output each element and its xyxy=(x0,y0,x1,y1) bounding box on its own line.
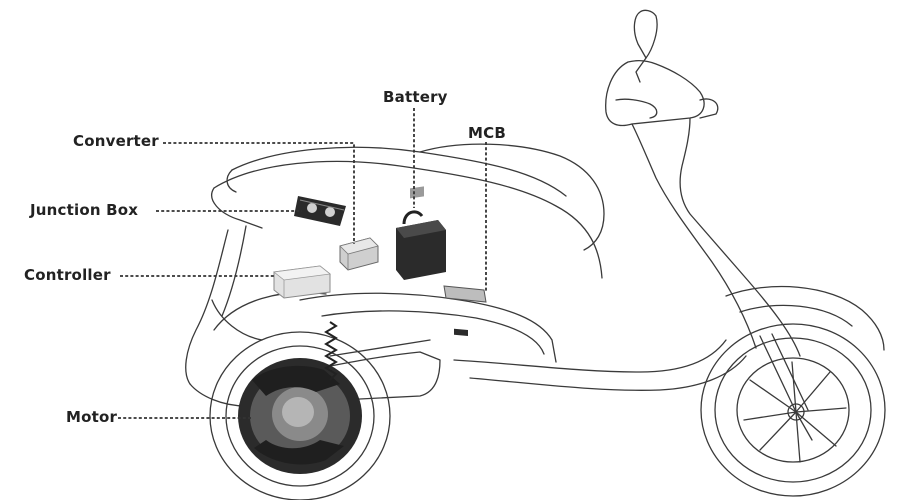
controller-icon xyxy=(273,265,331,299)
battery-label: Battery xyxy=(383,88,448,106)
shock-absorber-icon xyxy=(324,321,338,381)
motor-label: Motor xyxy=(66,408,118,426)
battery-icon xyxy=(396,186,446,280)
motor-hub-icon xyxy=(238,358,362,474)
leader-lines xyxy=(118,108,487,419)
converter-leader xyxy=(163,142,355,244)
converter-icon xyxy=(339,237,379,271)
controller-label: Controller xyxy=(24,266,111,284)
mcb-icon xyxy=(443,285,487,336)
junction-box-icon xyxy=(294,196,346,226)
converter-label: Converter xyxy=(73,132,159,150)
junction-box-label: Junction Box xyxy=(30,201,139,219)
mcb-label: MCB xyxy=(468,124,506,142)
